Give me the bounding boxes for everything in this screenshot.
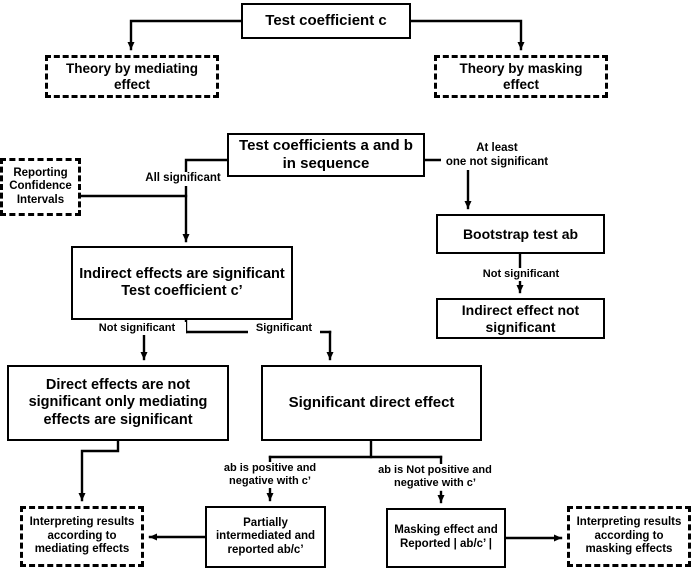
node-test-coefficient-c-label: Test coefficient c bbox=[265, 12, 387, 30]
edge-label-not-significant-bootstrap: Not significant bbox=[466, 268, 576, 282]
node-theory-by-mediating-effect-label: Theory by mediating effect bbox=[65, 60, 199, 92]
node-theory-by-mediating-effect[interactable]: Theory by mediating effect bbox=[45, 55, 219, 98]
node-test-coefficients-a-and-b[interactable]: Test coefficients a and b in sequence bbox=[227, 133, 425, 177]
node-reporting-confidence-intervals-label: Reporting Confidence Intervals bbox=[9, 166, 72, 206]
node-indirect-effect-not-significant[interactable]: Indirect effect not significant bbox=[436, 298, 605, 339]
edge-label-ab-is-not-positive: ab is Not positive and negative with c’ bbox=[373, 464, 497, 491]
node-interpreting-results-mediating[interactable]: Interpreting results according to mediat… bbox=[20, 506, 144, 567]
node-partially-intermediated-label: Partially intermediated and reported ab/… bbox=[215, 516, 316, 556]
edge-label-ab-is-positive: ab is positive and negative with c’ bbox=[215, 462, 325, 489]
node-direct-effects-are-not-significant[interactable]: Direct effects are not significant only … bbox=[7, 365, 229, 441]
node-masking-effect-reported-label: Masking effect and Reported | ab/c’ | bbox=[394, 524, 498, 550]
edge-label-at-least-one-not-significant: At least one not significant bbox=[441, 142, 553, 170]
node-indirect-effect-not-significant-label: Indirect effect not significant bbox=[461, 301, 580, 335]
node-reporting-confidence-intervals[interactable]: Reporting Confidence Intervals bbox=[0, 158, 81, 216]
edge-direct-not-sig-to-interpret-mediating bbox=[78, 439, 120, 502]
node-significant-direct-effect[interactable]: Significant direct effect bbox=[261, 365, 482, 441]
edge-label-not-significant: Not significant bbox=[88, 322, 186, 336]
node-masking-effect-reported[interactable]: Masking effect and Reported | ab/c’ | bbox=[386, 508, 506, 568]
node-test-coefficient-c[interactable]: Test coefficient c bbox=[241, 3, 411, 39]
edge-testc-to-theory-masking bbox=[409, 19, 525, 51]
edge-label-all-significant: All significant bbox=[139, 172, 227, 186]
node-theory-by-masking-effect[interactable]: Theory by masking effect bbox=[434, 55, 608, 98]
node-interpreting-results-mediating-label: Interpreting results according to mediat… bbox=[29, 516, 135, 556]
node-interpreting-results-masking[interactable]: Interpreting results according to maskin… bbox=[567, 506, 691, 567]
node-bootstrap-test-ab[interactable]: Bootstrap test ab bbox=[436, 214, 605, 254]
node-partially-intermediated[interactable]: Partially intermediated and reported ab/… bbox=[205, 506, 326, 568]
node-direct-effects-are-not-significant-label: Direct effects are not significant only … bbox=[28, 377, 208, 428]
node-indirect-effects-are-significant-label: Indirect effects are significant Test co… bbox=[79, 265, 285, 299]
edge-testc-to-theory-mediating bbox=[127, 19, 243, 51]
node-interpreting-results-masking-label: Interpreting results according to maskin… bbox=[576, 516, 682, 556]
edge-label-significant: Significant bbox=[248, 322, 320, 336]
node-indirect-effects-are-significant[interactable]: Indirect effects are significant Test co… bbox=[71, 246, 293, 320]
node-theory-by-masking-effect-label: Theory by masking effect bbox=[459, 60, 583, 92]
node-significant-direct-effect-label: Significant direct effect bbox=[288, 394, 455, 412]
node-test-coefficients-a-and-b-label: Test coefficients a and b in sequence bbox=[239, 137, 413, 172]
node-bootstrap-test-ab-label: Bootstrap test ab bbox=[462, 225, 579, 242]
